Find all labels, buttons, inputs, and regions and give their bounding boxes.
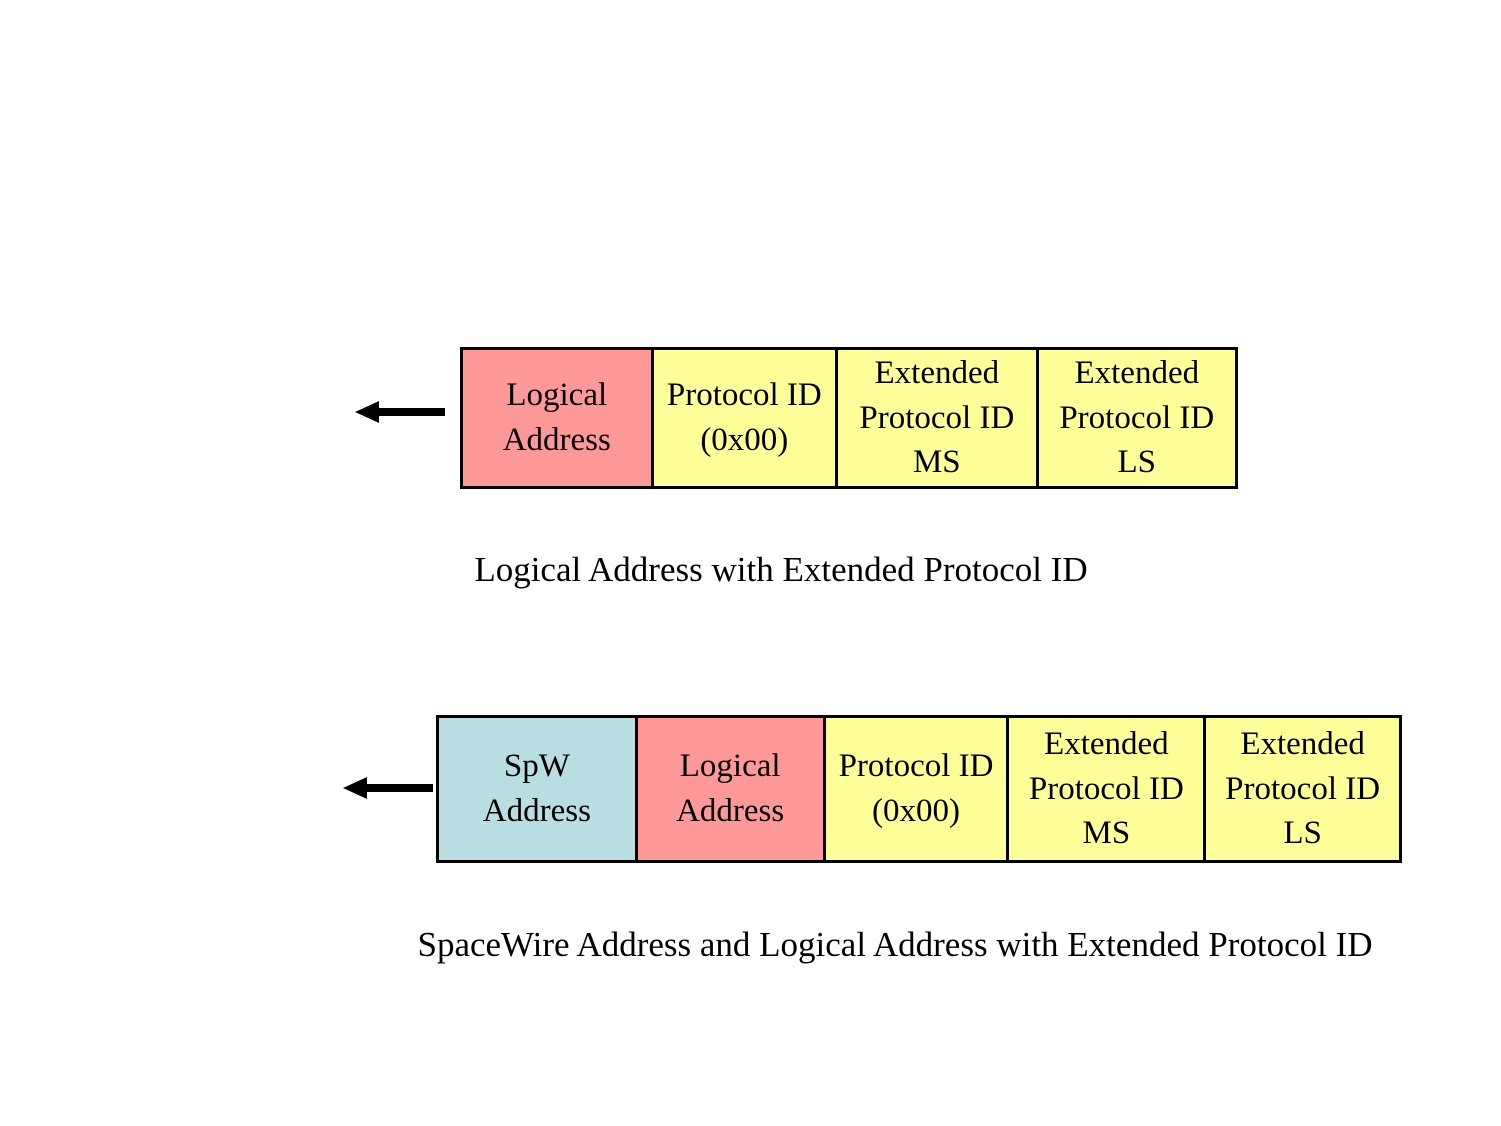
field-extended-protocol-id-ls: Extended Protocol ID LS [1035,350,1236,486]
field-protocol-id: Protocol ID (0x00) [650,350,836,486]
field-logical-address: Logical Address [463,350,651,486]
packet-format-row-spacewire: SpW Address Logical Address Protocol ID … [436,715,1402,863]
packet-format-row-logical: Logical Address Protocol ID (0x00) Exten… [460,347,1238,489]
field-extended-protocol-id-ms: Extended Protocol ID MS [835,350,1036,486]
caption-logical-address: Logical Address with Extended Protocol I… [474,550,1088,589]
caption-spacewire-address: SpaceWire Address and Logical Address wi… [417,925,1373,964]
field-extended-protocol-id-ms: Extended Protocol ID MS [1006,718,1204,860]
field-extended-protocol-id-ls: Extended Protocol ID LS [1203,718,1400,860]
field-spw-address: SpW Address [439,718,635,860]
field-logical-address: Logical Address [634,718,823,860]
left-arrow-icon [355,401,445,423]
left-arrow-icon [343,777,433,799]
field-protocol-id: Protocol ID (0x00) [822,718,1007,860]
